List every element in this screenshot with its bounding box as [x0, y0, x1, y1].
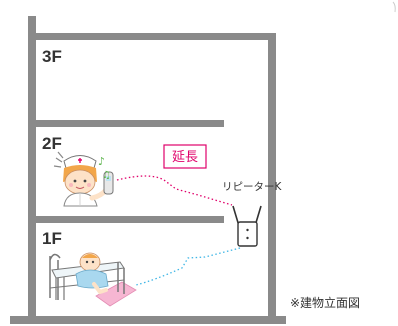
extend-badge-frame	[163, 144, 207, 169]
ground-slab	[10, 316, 286, 324]
repeater-device-icon	[232, 205, 262, 247]
signal-line-nurse-to-repeater	[116, 175, 233, 206]
corner-mark	[392, 1, 396, 13]
music-note-icon-2: ♫	[102, 170, 111, 181]
repeater-label: リピーターK	[222, 181, 282, 193]
extend-badge-label: 延長	[172, 150, 198, 165]
roof-slab	[28, 33, 276, 40]
signal-line-repeater-to-patient	[135, 247, 241, 286]
diagram-caption: ※建物立面図	[290, 295, 360, 310]
floor-label-3f: 3F	[42, 47, 62, 66]
music-note-icon: ♪	[98, 155, 105, 168]
floor-label-2f: 2F	[42, 134, 62, 153]
floor-label-1f: 1F	[42, 229, 62, 248]
floor-slab-1f	[28, 216, 224, 223]
left-wall	[28, 16, 36, 318]
extend-badge: 延長	[163, 144, 207, 169]
patient-in-bed-icon	[49, 252, 137, 307]
right-wall	[268, 38, 276, 318]
nurse-with-call-receiver-icon	[53, 151, 114, 207]
building-structure	[10, 16, 286, 324]
floor-slab-2f	[28, 120, 224, 127]
